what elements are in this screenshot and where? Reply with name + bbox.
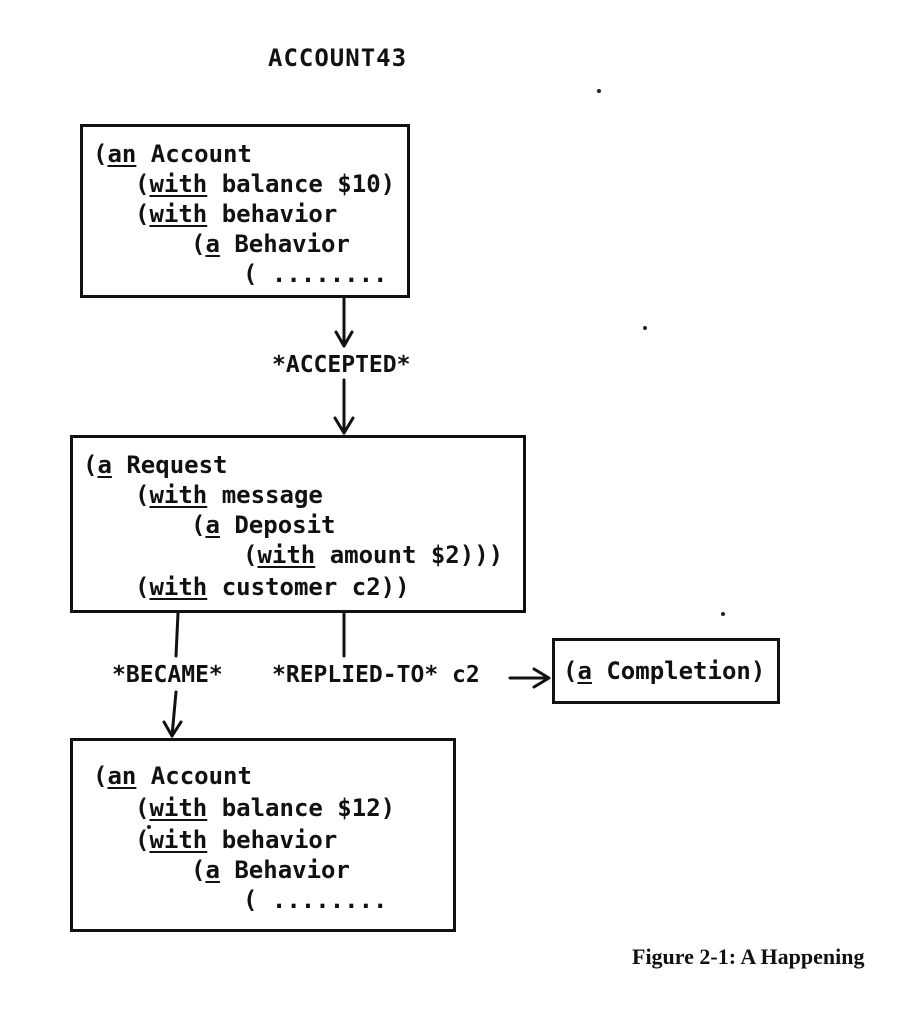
account-before-line-2: (with balance $10): [135, 170, 396, 198]
account-after-line-3: (with behavior: [135, 826, 338, 854]
account-after-line-5: ( ........: [243, 886, 388, 914]
account-after-line-4: (a Behavior: [191, 856, 350, 884]
replied-to-label: *REPLIED-TO* c2: [272, 662, 480, 688]
account-after-line-2: (with balance $12): [135, 794, 396, 822]
accepted-label: *ACCEPTED*: [272, 352, 411, 378]
speck: [147, 825, 151, 829]
request-line-1: (a Request: [83, 451, 228, 479]
speck: [643, 326, 647, 330]
speck: [597, 89, 601, 93]
arrowhead-completion: [532, 667, 551, 689]
arrowhead-account-after: [162, 720, 183, 738]
account-before-line-4: (a Behavior: [191, 230, 350, 258]
figure-caption: Figure 2-1: A Happening: [632, 944, 865, 969]
arrow-became-to-account-after: [170, 690, 178, 738]
connector-request-to-became: [174, 611, 180, 658]
account-after-line-1: (an Account: [93, 762, 252, 790]
account-before-line-5: ( ........: [243, 260, 388, 288]
completion-box: (a Completion): [552, 638, 780, 704]
request-line-3: (a Deposit: [191, 511, 336, 539]
request-line-2: (with message: [135, 481, 323, 509]
completion-text: (a Completion): [563, 657, 766, 685]
account-after-box: (an Account (with balance $12) (with beh…: [70, 738, 456, 932]
account-before-line-3: (with behavior: [135, 200, 338, 228]
account-before-box: (an Account (with balance $10) (with beh…: [80, 124, 410, 298]
arrowhead-request: [333, 416, 355, 435]
request-box: (a Request (with message (a Deposit (wit…: [70, 435, 526, 613]
diagram-title: ACCOUNT43: [268, 44, 408, 72]
arrowhead-accepted-top: [334, 330, 354, 348]
account-before-line-1: (an Account: [93, 140, 252, 168]
became-label: *BECAME*: [112, 662, 223, 688]
request-line-4: (with amount $2))): [243, 541, 504, 569]
speck: [721, 612, 725, 616]
request-line-5: (with customer c2)): [135, 573, 410, 601]
